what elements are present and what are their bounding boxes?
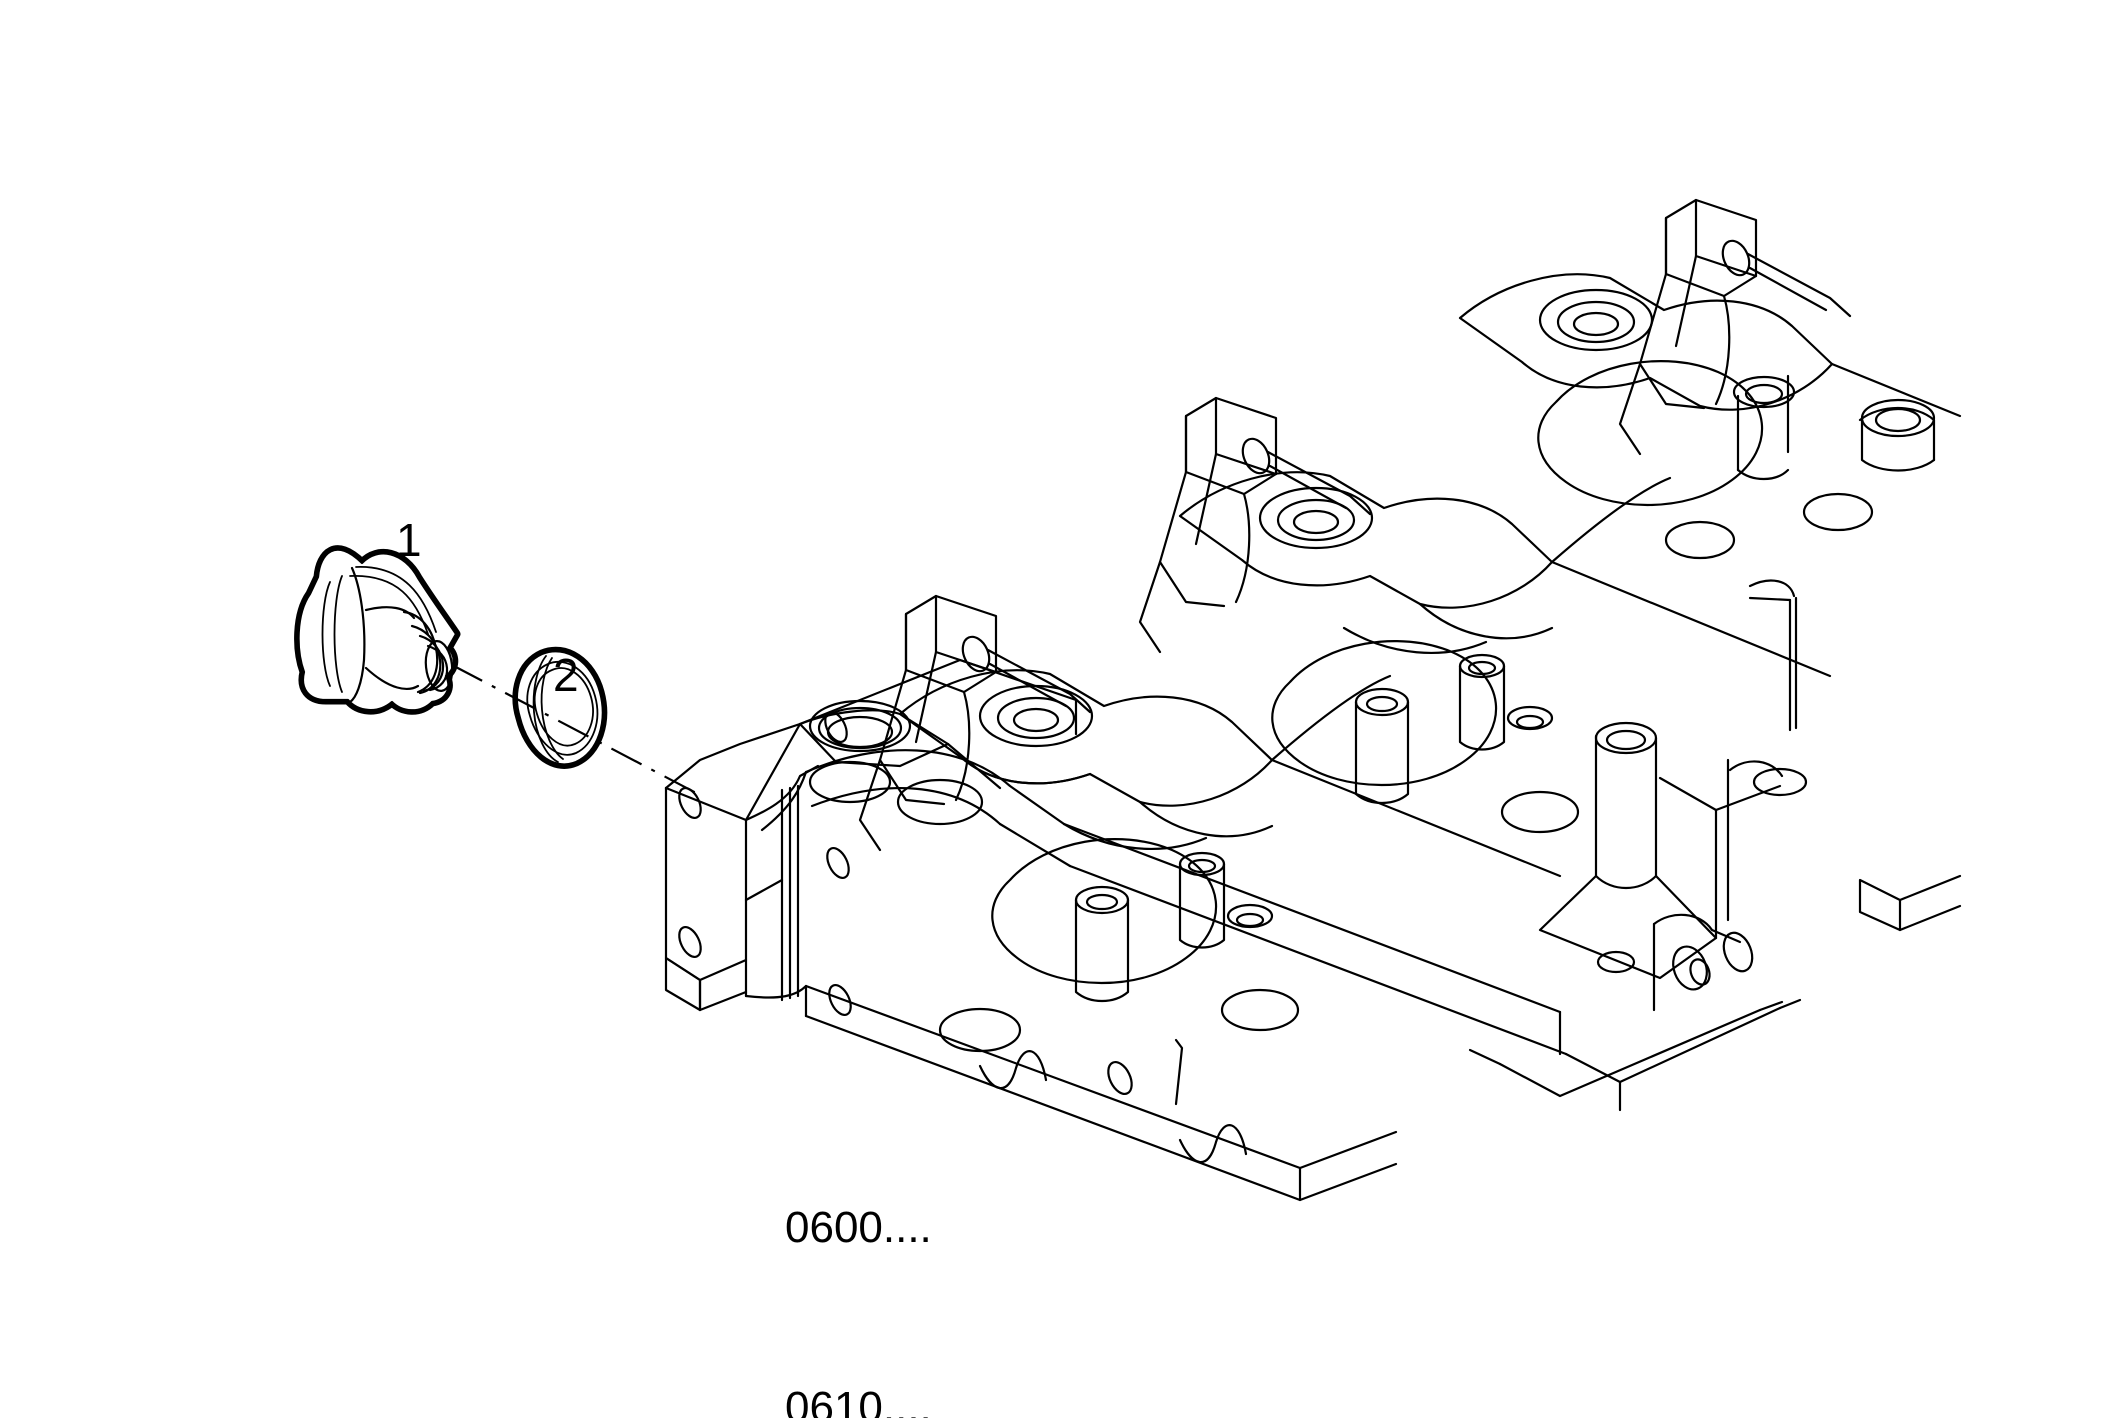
reference-number-block: 0600.... 0610.... xyxy=(785,1078,932,1418)
part-2-sealing-ring xyxy=(512,646,608,769)
assembly-centerline xyxy=(451,664,701,796)
head-module-c xyxy=(1458,198,1936,560)
reference-number-line-2: 0610.... xyxy=(785,1383,932,1418)
part-1-temperature-sensor xyxy=(294,545,461,715)
reference-number-line-1: 0600.... xyxy=(785,1203,932,1252)
callout-number-1: 1 xyxy=(396,514,422,566)
block-right-edge-details xyxy=(1468,998,1802,1066)
head-module-b xyxy=(1138,396,1580,834)
cylinder-head-block xyxy=(664,198,1962,1202)
callout-number-2: 2 xyxy=(553,649,579,701)
head-module-a xyxy=(858,594,1300,1053)
